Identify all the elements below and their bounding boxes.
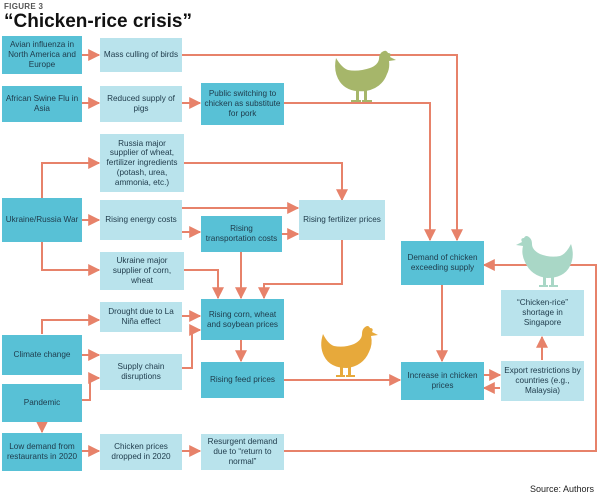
- source-note: Source: Authors: [529, 484, 594, 494]
- node-rising-corn-prices: Rising corn, wheat and soybean prices: [201, 299, 284, 340]
- node-resurgent-demand: Resurgent demand due to “return to norma…: [201, 434, 284, 470]
- hen-olive-icon: [335, 50, 396, 102]
- arrow-ukraine-to-corn: [184, 269, 224, 300]
- node-low-demand-restaurants: Low demand from restaurants in 2020: [2, 433, 82, 471]
- node-export-restrictions: Export restrictions by countries (e.g., …: [501, 361, 584, 401]
- node-reduced-supply-pigs: Reduced supply of pigs: [100, 86, 182, 122]
- node-pandemic: Pandemic: [2, 384, 82, 422]
- arrow-climate-to-drought: [41, 314, 101, 334]
- arrow-russia-to-fertilizer: [184, 162, 348, 202]
- node-climate-change: Climate change: [2, 335, 82, 375]
- node-chicken-rice-shortage: “Chicken-rice” shortage in Singapore: [501, 290, 584, 336]
- node-supply-chain-disruptions: Supply chain disruptions: [100, 354, 182, 390]
- arrow-supply-to-corn: [182, 324, 202, 369]
- arrow-switching-to-demand: [284, 102, 436, 242]
- chart-title: “Chicken-rice crisis”: [4, 11, 192, 32]
- node-mass-culling: Mass culling of birds: [100, 38, 182, 72]
- node-rising-transport-costs: Rising transportation costs: [201, 216, 282, 252]
- node-public-switching: Public switching to chicken as substitut…: [201, 83, 284, 125]
- node-rising-fertilizer-prices: Rising fertilizer prices: [299, 200, 385, 240]
- node-drought-la-nina: Drought due to La Niña effect: [100, 302, 182, 332]
- arrow-fertilizer-to-corn: [258, 240, 343, 300]
- node-rising-energy-costs: Rising energy costs: [100, 200, 182, 240]
- arrow-pandemic-to-supply: [82, 372, 101, 401]
- node-ukraine-supplier: Ukraine major supplier of corn, wheat: [100, 252, 184, 290]
- node-chicken-prices-dropped: Chicken prices dropped in 2020: [100, 434, 182, 470]
- hen-orange-icon: [321, 326, 378, 377]
- node-increase-chicken-prices: Increase in chicken prices: [401, 362, 484, 400]
- arrow-war-to-russia: [41, 157, 101, 198]
- node-african-swine-flu: African Swine Flu in Asia: [2, 86, 82, 122]
- node-avian-influenza: Avian influenza in North America and Eur…: [2, 36, 82, 74]
- arrow-culling-to-demand: [182, 54, 463, 242]
- node-rising-feed-prices: Rising feed prices: [201, 362, 284, 398]
- figure-label: FIGURE 3: [4, 2, 44, 11]
- node-ukraine-russia-war: Ukraine/Russia War: [2, 198, 82, 242]
- node-demand-exceeding-supply: Demand of chicken exceeding supply: [401, 241, 484, 285]
- node-russia-supplier: Russia major supplier of wheat, fertiliz…: [100, 134, 184, 192]
- hen-mint-icon: [516, 236, 573, 287]
- arrow-war-to-ukraine: [41, 242, 101, 276]
